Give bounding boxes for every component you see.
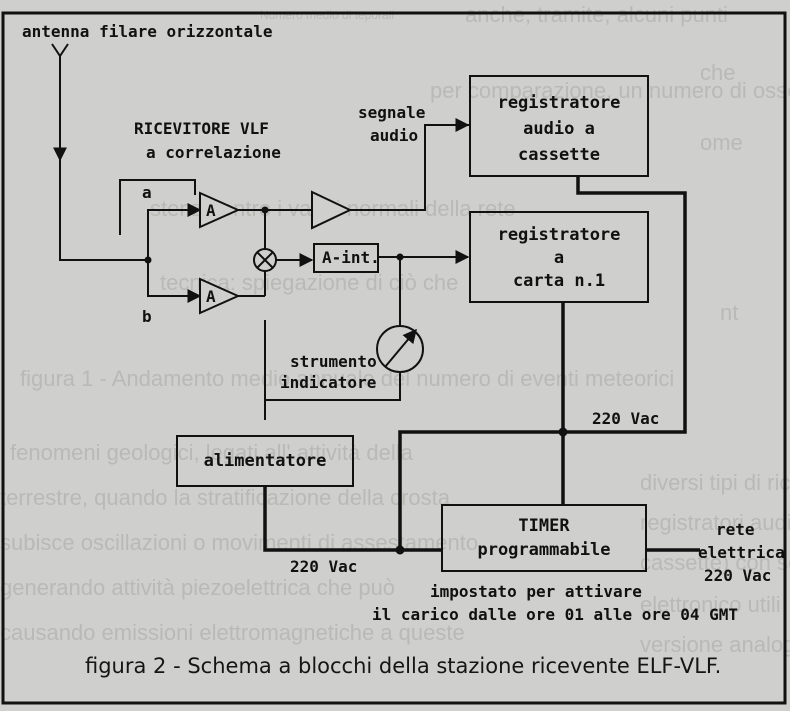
- branch-a-label: a: [142, 183, 152, 202]
- block-label: carta n.1: [513, 271, 605, 291]
- audio-signal-1: segnale: [358, 103, 425, 122]
- antenna-icon: [51, 43, 148, 261]
- figure-caption: figura 2 - Schema a blocchi della stazio…: [85, 654, 722, 678]
- block-label: registratore: [498, 93, 621, 113]
- block-label: programmabile: [477, 540, 610, 560]
- receiver-title-1: RICEVITORE VLF: [134, 119, 269, 138]
- amplifier-a-top: A: [199, 191, 241, 229]
- receiver-title-2: a correlazione: [146, 143, 281, 162]
- amplifier-audio: [311, 190, 353, 230]
- block-label: cassette: [518, 145, 600, 165]
- block-label: TIMER: [518, 516, 570, 536]
- mains-label-2: elettrica: [698, 543, 785, 562]
- timer-note-2: il carico dalle ore 01 alle ore 04 GMT: [372, 605, 738, 624]
- power-supply-block: alimentatore: [176, 435, 354, 487]
- amplifier-a-bottom: A: [199, 277, 241, 315]
- block-label: audio a: [523, 119, 595, 139]
- mains-label-1: rete: [716, 520, 755, 539]
- block-label: alimentatore: [204, 451, 327, 471]
- meter-icon: [376, 325, 424, 373]
- indicator-label-2: indicatore: [280, 373, 376, 392]
- indicator-label-1: strumento: [290, 352, 377, 371]
- block-label: A-int.: [322, 248, 380, 267]
- branch-b-label: b: [142, 307, 152, 326]
- mains-wiring: [263, 176, 700, 552]
- integrator-block: A-int.: [313, 243, 380, 273]
- mixer-icon: [253, 248, 277, 272]
- vac-bottom-label: 220 Vac: [290, 557, 357, 576]
- mains-label-3: 220 Vac: [704, 566, 771, 585]
- paper-recorder-block: registratore a carta n.1: [469, 211, 649, 303]
- timer-block: TIMER programmabile: [441, 504, 647, 572]
- block-label: A: [206, 201, 216, 220]
- block-label: A: [206, 287, 216, 306]
- figure-frame: [1, 11, 787, 705]
- audio-signal-2: audio: [370, 126, 418, 145]
- block-label: a: [554, 248, 564, 268]
- block-label: registratore: [498, 225, 621, 245]
- receiver-wiring: [119, 124, 470, 420]
- cassette-recorder-block: registratore audio a cassette: [469, 75, 649, 177]
- vac-top-label: 220 Vac: [592, 409, 659, 428]
- timer-note-1: impostato per attivare: [430, 582, 642, 601]
- antenna-label: antenna filare orizzontale: [22, 22, 272, 41]
